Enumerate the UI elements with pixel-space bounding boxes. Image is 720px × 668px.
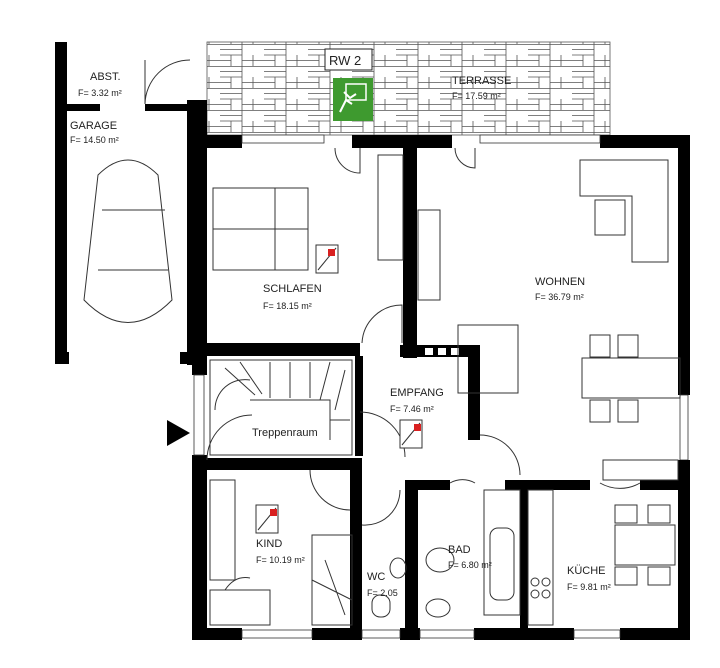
room-name-terrasse: TERRASSE — [452, 75, 511, 87]
kitchen-table-icon — [614, 504, 676, 586]
smoke-detector-icon — [399, 419, 423, 449]
room-name-empfang: EMPFANG — [390, 387, 444, 399]
entrance-arrow-icon — [167, 420, 190, 446]
kitchen-counter — [527, 489, 554, 626]
sofa-icon — [579, 159, 669, 263]
bathtub-icon — [483, 489, 521, 616]
smoke-detector-icon — [315, 244, 339, 274]
room-area-schlafen: F= 18.15 m² — [263, 301, 312, 311]
room-name-abst: ABST. — [90, 71, 121, 83]
room-area-kind: F= 10.19 m² — [256, 555, 305, 565]
stove-icon — [530, 577, 540, 587]
desk-icon — [209, 577, 271, 626]
dining-table-icon — [457, 324, 681, 481]
walls — [55, 42, 690, 640]
room-area-garage: F= 14.50 m² — [70, 135, 119, 145]
escape-route-sign-icon — [333, 78, 373, 121]
room-area-bad: F= 6.80 m² — [448, 560, 492, 570]
wardrobe — [209, 154, 441, 626]
room-name-bad: BAD — [448, 544, 471, 556]
bed-icon — [212, 187, 309, 271]
room-area-abst: F= 3.32 m² — [78, 88, 122, 98]
room-name-kind: KIND — [256, 538, 282, 550]
escape-route-label-box — [324, 48, 373, 71]
room-area-empfang: F= 7.46 m² — [390, 404, 434, 414]
room-name-garage: GARAGE — [70, 120, 117, 132]
doors — [144, 59, 641, 526]
stairs — [209, 359, 353, 456]
room-name-schlafen: SCHLAFEN — [263, 283, 322, 295]
terrace-paving — [206, 41, 611, 136]
room-area-terrasse: F= 17.59 m² — [452, 91, 501, 101]
room-area-wc: F= 2.05 — [367, 588, 398, 598]
toilet-icon — [371, 547, 455, 618]
room-name-kueche: KÜCHE — [567, 565, 606, 577]
room-name-wohnen: WOHNEN — [535, 276, 585, 288]
room-name-treppenraum: Treppenraum — [252, 427, 318, 439]
room-area-kueche: F= 9.81 m² — [567, 582, 611, 592]
car-icon — [83, 159, 173, 323]
smoke-detector-icon — [255, 504, 279, 534]
escape-route-label: RW 2 — [329, 53, 361, 68]
room-name-wc: WC — [367, 571, 385, 583]
room-area-wohnen: F= 36.79 m² — [535, 292, 584, 302]
